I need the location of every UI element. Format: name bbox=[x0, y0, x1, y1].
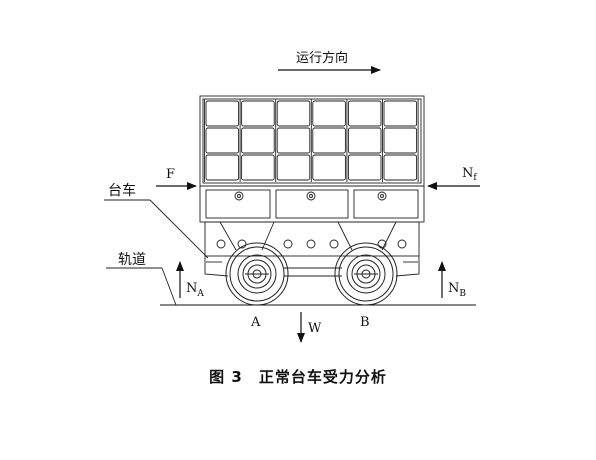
beam-hole bbox=[377, 239, 387, 249]
track-label: 轨道 bbox=[118, 252, 146, 268]
figure-number: 图 3 bbox=[209, 368, 243, 386]
force-nf-label: Nf bbox=[462, 166, 477, 183]
beam-hole bbox=[397, 239, 407, 249]
grate-cell bbox=[276, 127, 311, 154]
figure-caption-text: 正常台车受力分析 bbox=[258, 368, 387, 386]
grate-cell bbox=[347, 100, 382, 127]
track-leader-d bbox=[161, 267, 177, 306]
grate-cell bbox=[347, 154, 382, 181]
force-nb: NB bbox=[438, 261, 466, 299]
grate-cell bbox=[205, 154, 240, 181]
travel-direction: 运行方向 bbox=[278, 50, 381, 74]
figure-caption: 图 3 正常台车受力分析 bbox=[0, 366, 596, 387]
weight-force: W bbox=[297, 312, 322, 343]
force-na-label: NA bbox=[186, 281, 204, 299]
direction-label: 运行方向 bbox=[296, 50, 348, 66]
force-f: F bbox=[156, 167, 197, 190]
beam-hole bbox=[329, 239, 339, 249]
force-nf: Nf bbox=[427, 166, 480, 190]
grate-cell bbox=[241, 127, 275, 154]
trolley-label: 台车 bbox=[108, 182, 136, 199]
beam-hole bbox=[237, 239, 247, 249]
grate-cell bbox=[383, 154, 418, 181]
grate-cell bbox=[241, 154, 275, 181]
grate-cell bbox=[312, 154, 346, 181]
beam-hole bbox=[216, 239, 226, 249]
force-na: NA bbox=[176, 261, 204, 299]
weight-label: W bbox=[308, 321, 322, 336]
grate-cell bbox=[205, 127, 240, 154]
trolley-body bbox=[199, 95, 425, 277]
grate-cell bbox=[276, 100, 311, 127]
force-f-label: F bbox=[166, 167, 175, 182]
grate-cell bbox=[312, 127, 346, 154]
grate-cells bbox=[204, 99, 419, 182]
point-a-label: A bbox=[250, 315, 261, 330]
grate-cell bbox=[383, 100, 418, 127]
force-nb-label: NB bbox=[448, 281, 466, 299]
grate-cell bbox=[241, 100, 275, 127]
grate-cell bbox=[205, 100, 240, 127]
beam-hole bbox=[306, 239, 316, 249]
wheel-b bbox=[334, 242, 398, 306]
trolley-leader bbox=[149, 199, 209, 259]
wheel-a bbox=[225, 242, 289, 306]
grate-cell bbox=[276, 154, 311, 181]
point-b-label: B bbox=[360, 315, 370, 330]
grate-cell bbox=[347, 127, 382, 154]
grate-cell bbox=[383, 127, 418, 154]
beam-hole bbox=[283, 239, 293, 249]
grate-cell bbox=[312, 100, 346, 127]
